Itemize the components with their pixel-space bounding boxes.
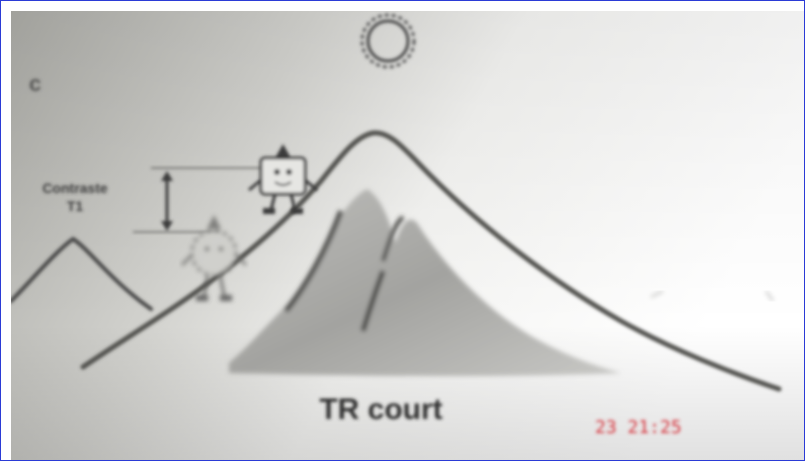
diagram-canvas: c Contraste T1 TR court 23 21:25 (11, 11, 804, 460)
camera-timestamp: 23 21:25 (595, 417, 682, 438)
panel-letter: c (29, 71, 41, 96)
contrast-label-line1: Contraste (42, 180, 108, 196)
diagram-caption: TR court (319, 393, 442, 426)
contrast-label-line2: T1 (67, 198, 84, 214)
photographed-diagram: c Contraste T1 TR court 23 21:25 (11, 11, 804, 460)
